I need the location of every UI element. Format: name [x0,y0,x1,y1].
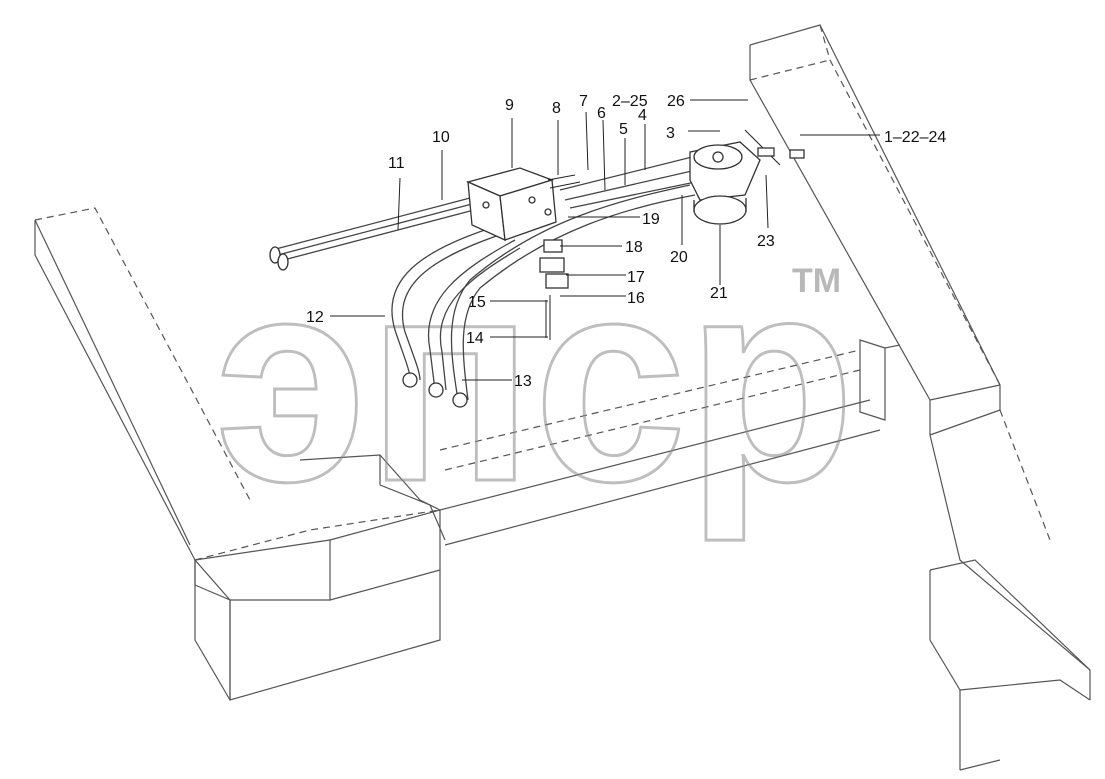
callouts: 11 10 9 8 7 6 5 4 2–25 26 3 1–22–24 23 2… [306,93,946,390]
callout-13: 13 [514,373,532,390]
callout-12: 12 [306,309,324,326]
callout-23: 23 [757,233,775,250]
callout-26: 26 [667,93,685,110]
callout-21: 21 [710,285,728,302]
callout-8: 8 [552,100,561,117]
callout-3: 3 [666,125,675,142]
callout-15: 15 [468,294,486,311]
hoses [269,154,706,408]
callout-19: 19 [642,211,660,228]
callout-18: 18 [625,239,643,256]
callout-14: 14 [466,330,484,347]
valve-block [466,167,581,242]
brackets [539,239,569,340]
callout-5: 5 [619,121,628,138]
watermark: эпср TM [214,217,857,545]
callout-6: 6 [597,105,606,122]
callout-16: 16 [627,290,645,307]
callout-9: 9 [505,97,514,114]
callout-7: 7 [579,93,588,110]
leader-lines [330,99,880,381]
callout-17: 17 [627,269,645,286]
watermark-trademark: TM [792,262,841,300]
callout-2-25: 2–25 [612,93,648,110]
callout-1-22-24: 1–22–24 [884,129,946,146]
steering-unit [689,129,805,225]
vehicle-frame [34,24,1091,771]
callout-10: 10 [432,129,450,146]
watermark-text: эпср [215,218,855,543]
callout-20: 20 [670,249,688,266]
callout-11: 11 [388,155,405,172]
callout-4: 4 [638,107,647,124]
